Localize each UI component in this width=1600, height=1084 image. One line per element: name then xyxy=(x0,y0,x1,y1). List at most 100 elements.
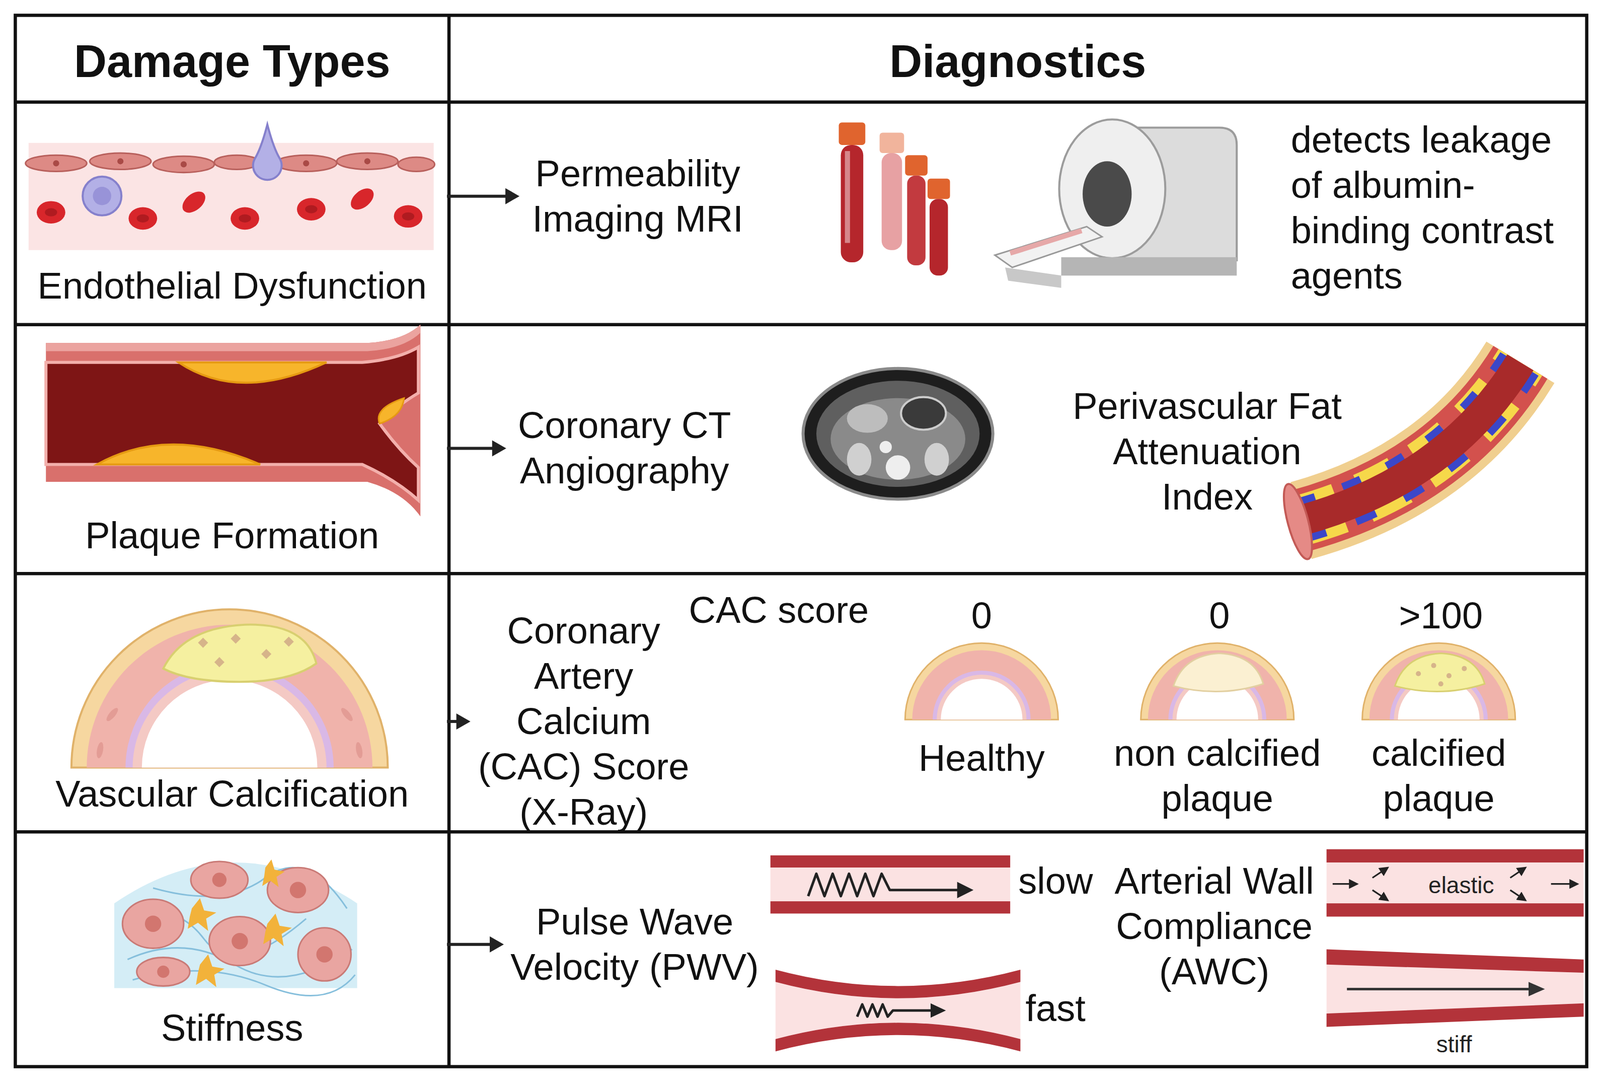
awc-stiff-vessel-part xyxy=(1326,948,1584,973)
mri-scanner xyxy=(995,119,1237,288)
artery-plaque-illustration-part xyxy=(45,346,419,500)
artery-cross-section-part-part xyxy=(339,706,355,723)
artery-cross-section-part-part xyxy=(214,656,225,667)
label-box: Perivascular Fat Attenuation Index xyxy=(1065,383,1348,520)
awc-elastic-vessel-part-part xyxy=(1551,882,1578,885)
endothelium-illustration-part-part xyxy=(178,187,210,217)
awc-elastic-vessel-part-part xyxy=(1332,882,1358,885)
artery-cross-section-part xyxy=(132,670,327,768)
header-text: Damage Types xyxy=(17,33,447,90)
ct-scan-image-part xyxy=(816,380,980,487)
cac-calcified-section-part-part xyxy=(1415,670,1421,676)
label-box: >100 xyxy=(1380,592,1502,639)
endothelium-illustration-part-part xyxy=(296,197,326,221)
stiff-tissue-illustration-part xyxy=(122,861,351,986)
stiff-tissue-illustration-part-part xyxy=(212,872,227,887)
endothelium-illustration-part xyxy=(82,176,122,216)
label-box: Healthy xyxy=(880,735,1083,781)
stiff-tissue-illustration-part-part xyxy=(209,916,271,966)
arrow-connector xyxy=(446,188,520,205)
cac-calcified-section-part xyxy=(1362,642,1516,720)
arrow-connector xyxy=(446,439,507,456)
awc-stiff-vessel-part xyxy=(1346,987,1531,990)
pwv-fast-vessel xyxy=(775,969,1021,1051)
endothelium-illustration-part-part xyxy=(398,157,435,172)
pwv-slow-vessel xyxy=(770,855,1011,914)
mri-scanner-part xyxy=(1010,230,1082,254)
annotation-text: calcified plaque xyxy=(1323,730,1555,821)
annotation-text: >100 xyxy=(1380,592,1502,639)
endothelium-illustration-part xyxy=(36,184,423,230)
blood-tubes-part xyxy=(906,175,926,266)
stiff-tissue-illustration-part-part xyxy=(122,898,184,948)
blood-tubes-part xyxy=(927,178,951,200)
cac-healthy-section-part xyxy=(936,674,1027,720)
blood-tubes-part xyxy=(839,122,866,145)
stiff-tissue-illustration-part-part xyxy=(157,965,170,978)
node-text: Permeability Imaging MRI xyxy=(519,150,756,242)
awc-elastic-vessel-part xyxy=(1332,867,1578,900)
cac-calcified-section-part-part xyxy=(1461,665,1467,671)
endothelium-illustration-part-part xyxy=(180,161,187,168)
artery-cross-section-part xyxy=(197,633,294,667)
awc-elastic-vessel-part-part xyxy=(1510,867,1526,878)
blood-tubes-part xyxy=(929,198,948,276)
cac-healthy-section-part xyxy=(940,678,1023,720)
endothelium-illustration-part-part xyxy=(302,160,310,167)
stiff-tissue-illustration xyxy=(114,859,358,996)
table-grid-part xyxy=(15,829,1587,833)
annotation-text: elastic xyxy=(1410,870,1512,899)
artery-cross-section-part xyxy=(141,679,318,768)
label-box: Arterial Wall Compliance (AWC) xyxy=(1096,858,1333,995)
damage-cell: Plaque Formation xyxy=(17,326,447,572)
annotation-text: Healthy xyxy=(880,735,1083,781)
stiff-tissue-illustration-part-part xyxy=(187,897,217,931)
artery-plaque-illustration-part xyxy=(378,398,405,424)
arrow-head xyxy=(492,439,507,456)
endothelium-illustration xyxy=(25,124,435,250)
artery-cross-section-part-part xyxy=(354,741,364,759)
mri-scanner-part xyxy=(1061,257,1238,276)
arrow-line xyxy=(446,942,492,946)
arrow-head xyxy=(456,713,471,730)
endothelium-illustration-part-part xyxy=(36,200,66,224)
ct-scan-image-part xyxy=(803,368,994,499)
endothelium-illustration-part-part xyxy=(394,204,423,228)
annotation-text: 0 xyxy=(1184,592,1255,639)
endothelium-illustration-part-part xyxy=(52,160,59,167)
annotation-text: detects leakage of albumin-binding contr… xyxy=(1290,117,1573,299)
node-text: Coronary Artery Calcium (CAC) Score (X-R… xyxy=(470,607,698,835)
ct-scan-image-part xyxy=(900,397,946,430)
artery-cross-section-part xyxy=(86,624,373,768)
stiff-tissue-illustration-part-part xyxy=(190,861,249,898)
artery-plaque-illustration-part xyxy=(45,324,421,517)
blood-tubes xyxy=(839,122,951,276)
stiff-tissue-illustration-part-part xyxy=(144,915,162,932)
awc-elastic-vessel-part xyxy=(1326,849,1584,863)
cac-noncalcified-section-part xyxy=(1140,642,1294,720)
cac-calcified-section-part xyxy=(1394,652,1485,692)
method-box: Pulse Wave Velocity (PWV) xyxy=(503,898,766,990)
ct-scan-image-part xyxy=(879,440,892,453)
cac-healthy-section-part xyxy=(904,642,1058,720)
mri-scanner-part xyxy=(1082,161,1132,227)
arrow-line xyxy=(446,446,495,450)
artery-cross-section-part-part xyxy=(104,706,120,723)
endothelium-illustration-part xyxy=(92,186,111,205)
endothelium-illustration-part-part xyxy=(136,214,149,223)
artery-cross-section-part-part xyxy=(261,648,272,659)
awc-elastic-vessel-part xyxy=(1326,902,1584,917)
annotation-text: CAC score xyxy=(689,587,870,633)
cac-calcified-section-part xyxy=(1415,662,1467,687)
endothelium-illustration-part-part xyxy=(128,207,158,231)
table-grid xyxy=(15,15,1587,1066)
header-text: Diagnostics xyxy=(450,33,1585,90)
artery-plaque-illustration xyxy=(45,324,421,517)
node-text: Pulse Wave Velocity (PWV) xyxy=(503,898,766,990)
pwv-slow-vessel-part xyxy=(808,873,960,896)
pwv-fast-vessel-part xyxy=(775,969,1021,999)
pwv-slow-vessel-part xyxy=(770,867,1011,901)
awc-elastic-vessel-part-part xyxy=(1510,889,1526,900)
awc-elastic-vessel-part xyxy=(1326,862,1584,903)
